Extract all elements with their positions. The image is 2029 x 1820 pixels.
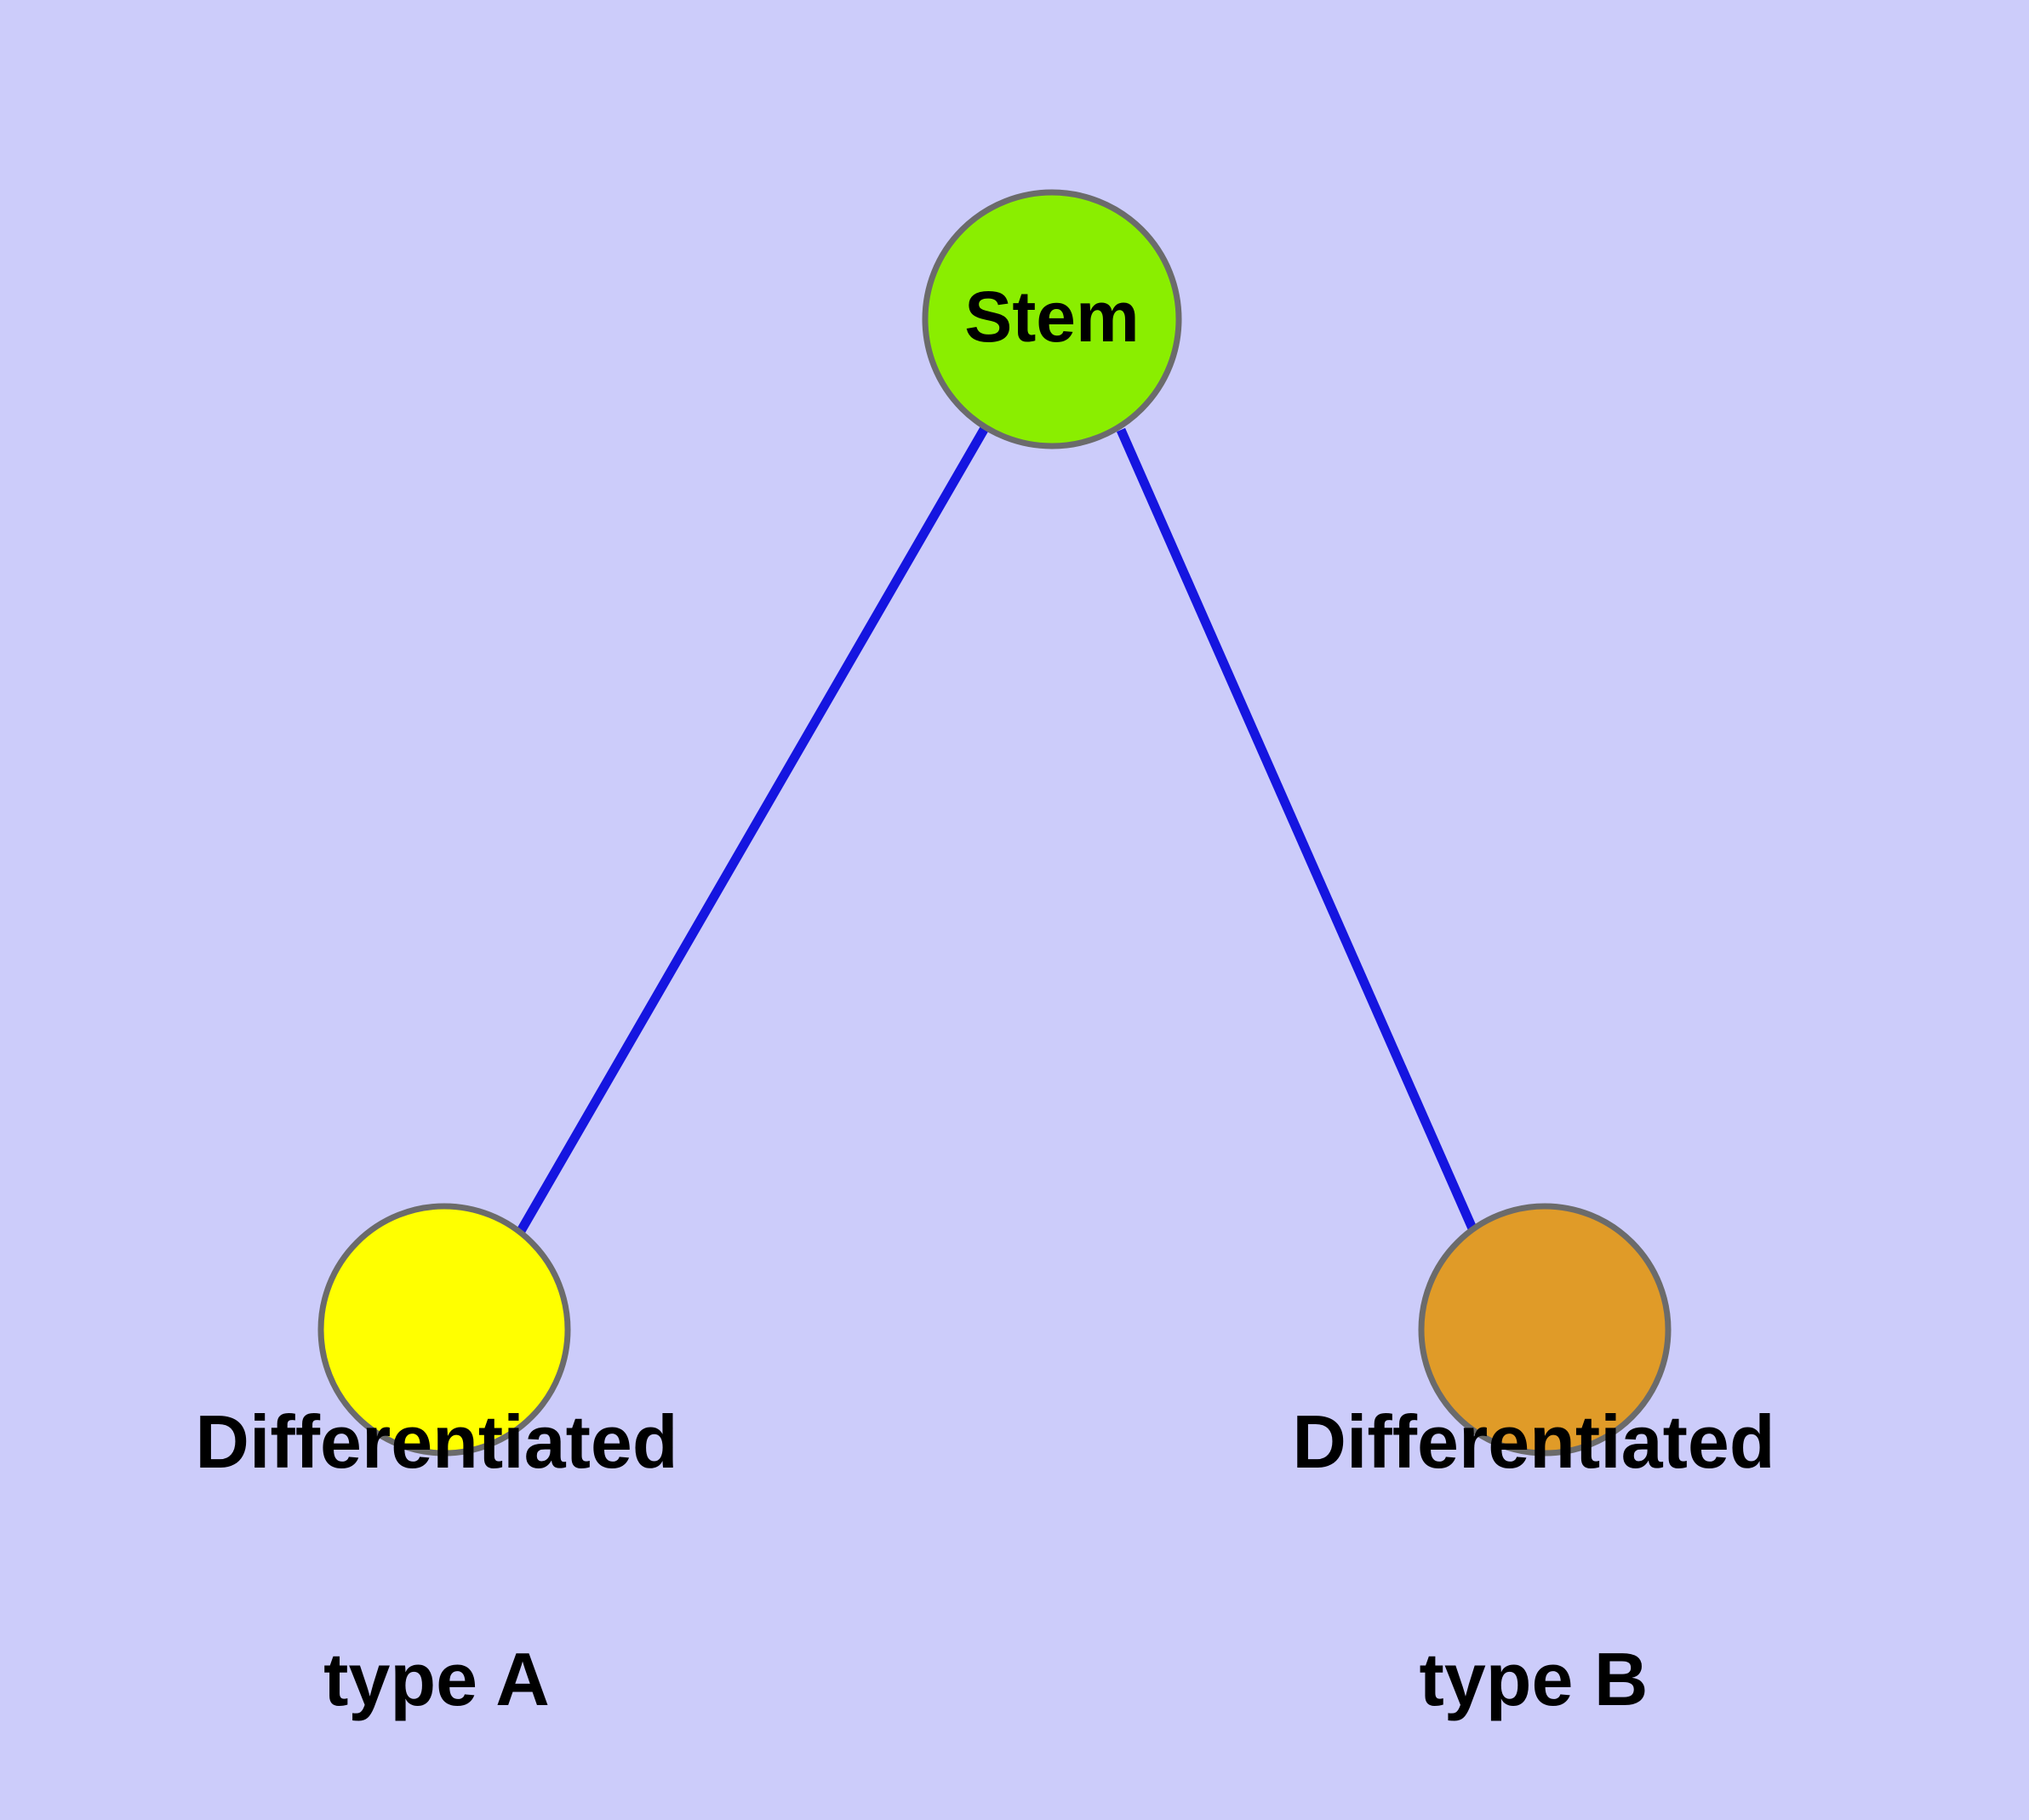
node-differentiated-type-a[interactable] [317,1203,571,1457]
node-stem[interactable] [922,189,1182,449]
edge-layer [517,426,1477,1233]
node-layer [317,189,1672,1457]
node-differentiated-type-b[interactable] [1418,1203,1672,1457]
edge-stem-to-diff-b[interactable] [1116,427,1477,1231]
edge-stem-to-diff-a[interactable] [517,426,989,1233]
